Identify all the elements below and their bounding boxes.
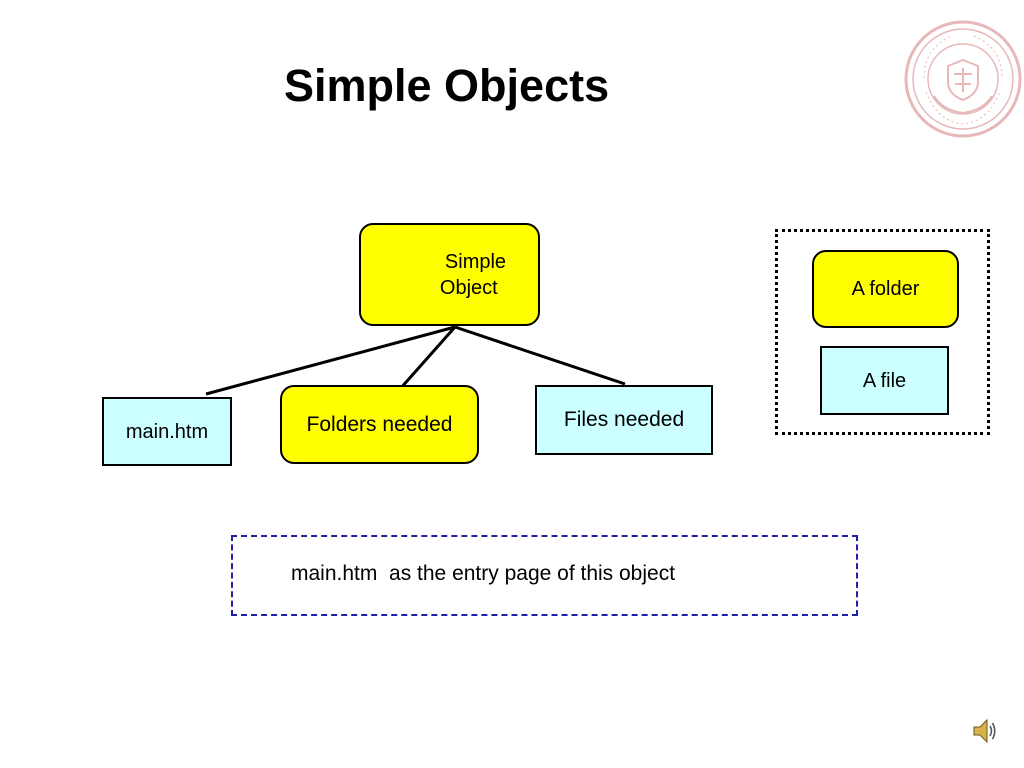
legend-folder-node: A folder	[812, 250, 959, 328]
simple-object-node: Simple Object	[359, 223, 540, 326]
note-text: main.htm as the entry page of this objec…	[291, 562, 676, 585]
simple-object-label-line1: Simple	[444, 250, 507, 273]
connector-root-to-main	[205, 325, 456, 396]
files-needed-node: Files needed	[535, 385, 713, 455]
connector-root-to-folders	[398, 326, 457, 390]
legend-box	[775, 229, 990, 435]
main-htm-file-node: main.htm	[102, 397, 232, 466]
legend-file-node: A file	[820, 346, 949, 415]
folders-needed-label: Folders needed	[306, 412, 453, 436]
legend-folder-label: A folder	[851, 278, 920, 300]
connector-root-to-files	[454, 325, 626, 386]
university-seal-icon	[904, 20, 1022, 138]
files-needed-label: Files needed	[563, 408, 685, 432]
main-htm-label: main.htm	[125, 420, 209, 443]
note-box	[231, 535, 858, 616]
simple-object-label-line2: Object	[439, 276, 498, 299]
folders-needed-node: Folders needed	[280, 385, 479, 464]
page-title: Simple Objects	[284, 60, 610, 111]
speaker-icon[interactable]	[972, 716, 998, 746]
legend-file-label: A file	[862, 369, 907, 392]
